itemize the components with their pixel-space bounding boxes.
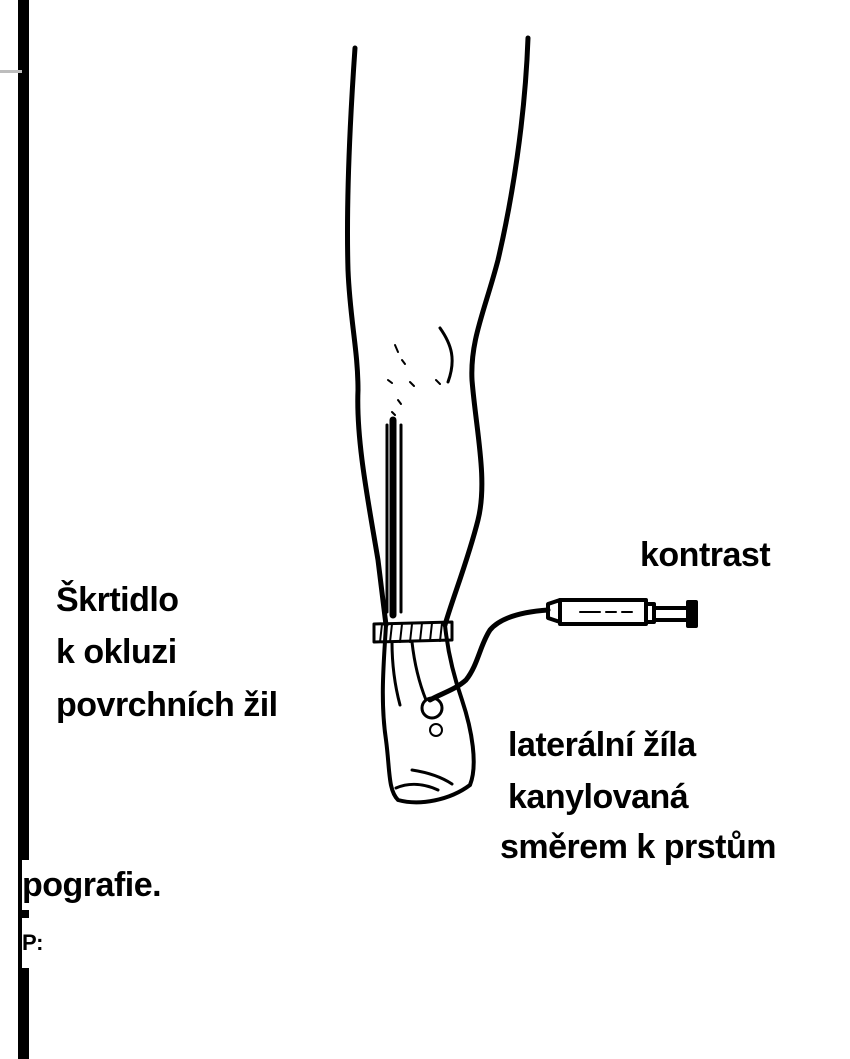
tourniquet-label-line3: povrchních žil	[56, 680, 278, 730]
tourniquet-label-line2: k okluzi	[56, 627, 177, 677]
tourniquet-label-line1: Škrtidlo	[56, 575, 179, 625]
vein-label-line2: kanylovaná	[508, 772, 688, 822]
vein-label-line1: laterální žíla	[508, 720, 696, 770]
syringe	[548, 600, 696, 626]
cut-off-fragment: P:	[22, 918, 43, 968]
knee-speckle	[388, 345, 440, 415]
toes	[396, 770, 452, 790]
leg-outline-left	[347, 48, 386, 625]
cut-off-text: pografie.	[22, 860, 161, 910]
knee-contour	[440, 328, 452, 382]
leg-outline-right	[445, 38, 528, 625]
cannulation-site-inner	[430, 724, 442, 736]
foot-vein	[392, 642, 426, 705]
vein-label-line3: směrem k prstům	[500, 822, 776, 872]
foot-outline	[383, 625, 474, 802]
contrast-label: kontrast	[640, 530, 770, 580]
